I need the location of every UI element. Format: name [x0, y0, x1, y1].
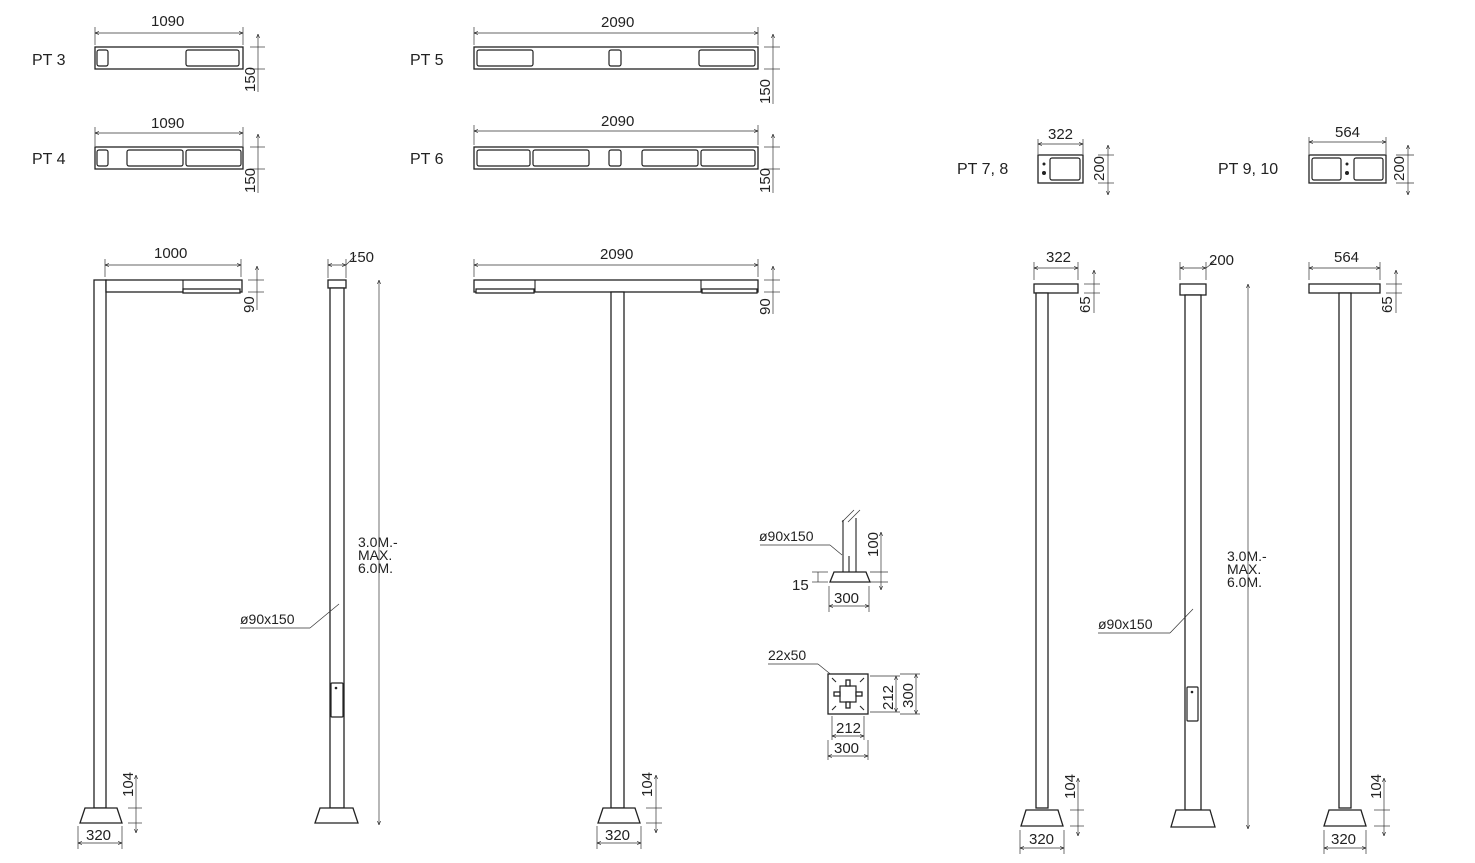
pole-section: ø90x150	[240, 611, 295, 627]
height-line3: 6.0M.	[358, 560, 393, 576]
dim-plate-inner-width: 212	[836, 720, 861, 737]
top-pole-section: ø90x150	[1098, 616, 1153, 632]
section-pole-size: ø90x150	[759, 528, 814, 544]
height-line2: MAX.	[358, 547, 392, 563]
base-detail-section: ø90x150 100 15 300	[759, 509, 888, 612]
top-view-pt6: PT 6 2090 150	[410, 113, 780, 193]
dim-pt910-depth: 200	[1391, 156, 1408, 181]
label-pt78: PT 7, 8	[957, 161, 1008, 178]
dim-section-height: 100	[865, 532, 882, 557]
dim-top-side-width: 200	[1209, 252, 1234, 269]
dim-pt78-width: 322	[1048, 126, 1073, 143]
top-view-pt3: PT 3 1090 150	[32, 13, 265, 92]
label-pt910: PT 9, 10	[1218, 161, 1278, 178]
dim-arm-length: 1000	[154, 245, 187, 262]
elevation-side-view: 150 3.0M.- MAX. 6.0M. ø90x150	[240, 249, 398, 825]
label-pt3: PT 3	[32, 52, 66, 69]
dim-section-width: 300	[834, 590, 859, 607]
dim-pt5-depth: 150	[757, 79, 774, 104]
elevation-top-double: 564 65 104 320	[1308, 249, 1402, 854]
dim-pt3-width: 1090	[151, 13, 184, 30]
height-line1: 3.0M.-	[358, 534, 398, 550]
elevation-double-arm: 2090 90 104 320	[473, 246, 780, 849]
top-view-pt4: PT 4 1090 150	[32, 115, 265, 193]
top-height-line2: MAX.	[1227, 561, 1261, 577]
dim-double-arm-length: 2090	[600, 246, 633, 263]
base-plate-plan: 22x50 212 300 212 300	[768, 647, 920, 760]
dim-pt910-width: 564	[1335, 124, 1360, 141]
top-view-pt910: PT 9, 10 564 200	[1218, 124, 1414, 195]
elevation-side-arm: 1000 90 104 320	[77, 245, 264, 849]
elevation-top-single: 322 65 104 320	[1019, 249, 1100, 854]
dim-plate-inner-height: 212	[880, 685, 897, 710]
top-view-pt5: PT 5 2090 150	[410, 14, 780, 104]
dim-top-single-base-width: 320	[1029, 831, 1054, 848]
dim-side-width: 150	[349, 249, 374, 266]
elevation-top-side-view: 200 3.0M.- MAX. 6.0M. ø90x150	[1098, 252, 1267, 829]
dim-base-height: 104	[120, 772, 137, 797]
dim-double-arm-height: 90	[757, 298, 774, 315]
dim-top-single-height: 65	[1077, 296, 1094, 313]
dim-top-double-width: 564	[1334, 249, 1359, 266]
dim-arm-height: 90	[241, 296, 258, 313]
dim-top-double-base-width: 320	[1331, 831, 1356, 848]
dim-pt3-depth: 150	[242, 67, 259, 92]
dim-pt6-width: 2090	[601, 113, 634, 130]
dim-double-base-width: 320	[605, 827, 630, 844]
dim-pt6-depth: 150	[757, 168, 774, 193]
dim-top-single-width: 322	[1046, 249, 1071, 266]
top-view-pt78: PT 7, 8 322 200	[957, 126, 1114, 195]
label-pt6: PT 6	[410, 151, 444, 168]
top-height-line3: 6.0M.	[1227, 574, 1262, 590]
dim-pt5-width: 2090	[601, 14, 634, 31]
dim-top-double-height: 65	[1379, 296, 1396, 313]
dim-top-double-base-height: 104	[1368, 774, 1385, 799]
dim-base-width: 320	[86, 827, 111, 844]
dim-pt4-width: 1090	[151, 115, 184, 132]
label-pt5: PT 5	[410, 52, 444, 69]
dim-plate-outer-height: 300	[900, 683, 917, 708]
dim-double-base-height: 104	[639, 772, 656, 797]
dim-plate-thickness: 15	[792, 577, 809, 594]
top-height-line1: 3.0M.-	[1227, 548, 1267, 564]
anchor-slot-size: 22x50	[768, 647, 806, 663]
dim-pt78-depth: 200	[1091, 156, 1108, 181]
label-pt4: PT 4	[32, 151, 66, 168]
dim-top-single-base-height: 104	[1062, 774, 1079, 799]
dim-pt4-depth: 150	[242, 168, 259, 193]
dim-plate-outer-width: 300	[834, 740, 859, 757]
